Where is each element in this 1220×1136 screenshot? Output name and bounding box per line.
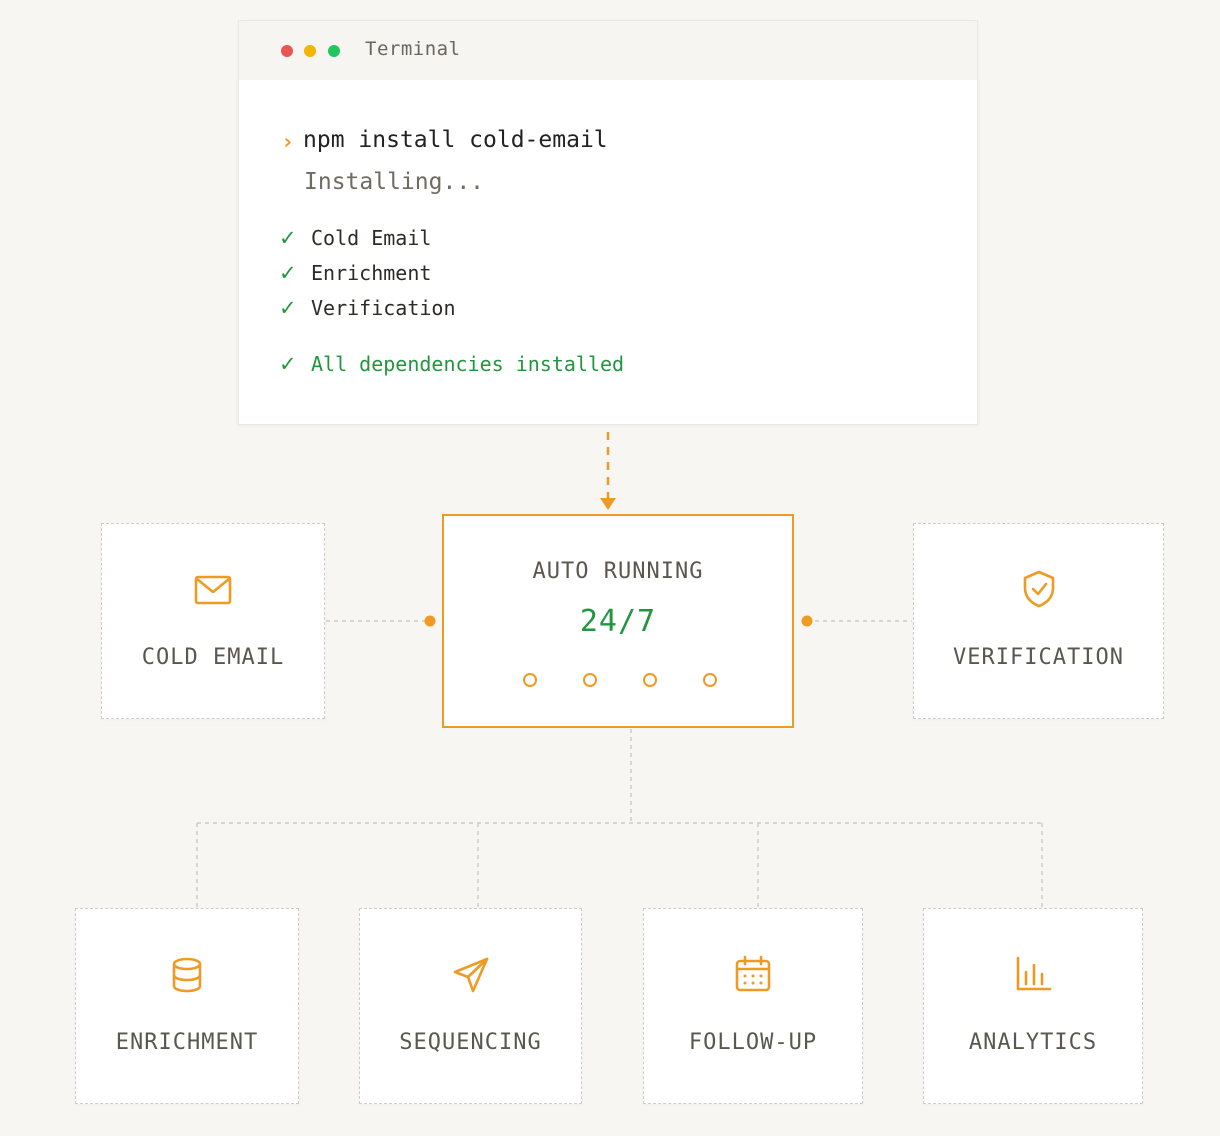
hub-title: AUTO RUNNING (532, 559, 704, 584)
module-cold-email[interactable]: COLD EMAIL (101, 523, 325, 719)
maximize-dot-icon[interactable] (328, 45, 340, 57)
module-verification[interactable]: VERIFICATION (913, 523, 1164, 719)
module-analytics[interactable]: ANALYTICS (923, 908, 1143, 1104)
success-label: All dependencies installed (311, 352, 625, 376)
module-label: COLD EMAIL (141, 645, 285, 670)
activity-indicator-icon (703, 673, 717, 687)
mail-icon (194, 575, 232, 605)
module-label: ANALYTICS (968, 1030, 1098, 1055)
module-label: FOLLOW-UP (688, 1030, 818, 1055)
check-label: Verification (311, 296, 456, 320)
check-item: ✓ Verification (279, 295, 456, 321)
module-label: ENRICHMENT (115, 1030, 259, 1055)
activity-indicator-icon (643, 673, 657, 687)
command-text: npm install cold-email (303, 127, 608, 153)
install-status: Installing... (304, 169, 485, 195)
activity-indicator-icon (583, 673, 597, 687)
command-line: › npm install cold-email (281, 125, 608, 158)
close-dot-icon[interactable] (281, 45, 293, 57)
check-icon: ✓ (279, 226, 297, 250)
bar-chart-icon (1016, 956, 1052, 991)
terminal-title: Terminal (365, 38, 461, 60)
auto-running-hub: AUTO RUNNING 24/7 (442, 514, 794, 728)
database-icon (172, 957, 202, 993)
check-item: ✓ Enrichment (279, 260, 431, 286)
terminal-titlebar: Terminal (239, 21, 977, 80)
check-label: Enrichment (311, 261, 432, 285)
prompt-chevron-icon: › (281, 130, 295, 155)
module-follow-up[interactable]: FOLLOW-UP (643, 908, 863, 1104)
check-item: ✓ Cold Email (279, 225, 431, 251)
module-enrichment[interactable]: ENRICHMENT (75, 908, 299, 1104)
shield-check-icon (1023, 570, 1054, 608)
send-icon (453, 957, 488, 993)
calendar-icon (735, 955, 771, 992)
activity-indicator-icon (523, 673, 537, 687)
check-icon: ✓ (279, 261, 297, 285)
module-label: SEQUENCING (399, 1030, 542, 1055)
check-label: Cold Email (311, 226, 432, 250)
terminal-window: Terminal › npm install cold-email Install… (238, 20, 978, 425)
check-icon: ✓ (279, 352, 297, 376)
left-connector-dot (424, 615, 436, 627)
check-icon: ✓ (279, 296, 297, 320)
arrow-head (600, 498, 616, 510)
right-connector-dot (801, 615, 813, 627)
hub-value: 24/7 (579, 604, 657, 639)
module-sequencing[interactable]: SEQUENCING (359, 908, 582, 1104)
minimize-dot-icon[interactable] (304, 45, 316, 57)
success-message: ✓ All dependencies installed (279, 351, 624, 377)
module-label: VERIFICATION (953, 645, 1124, 670)
